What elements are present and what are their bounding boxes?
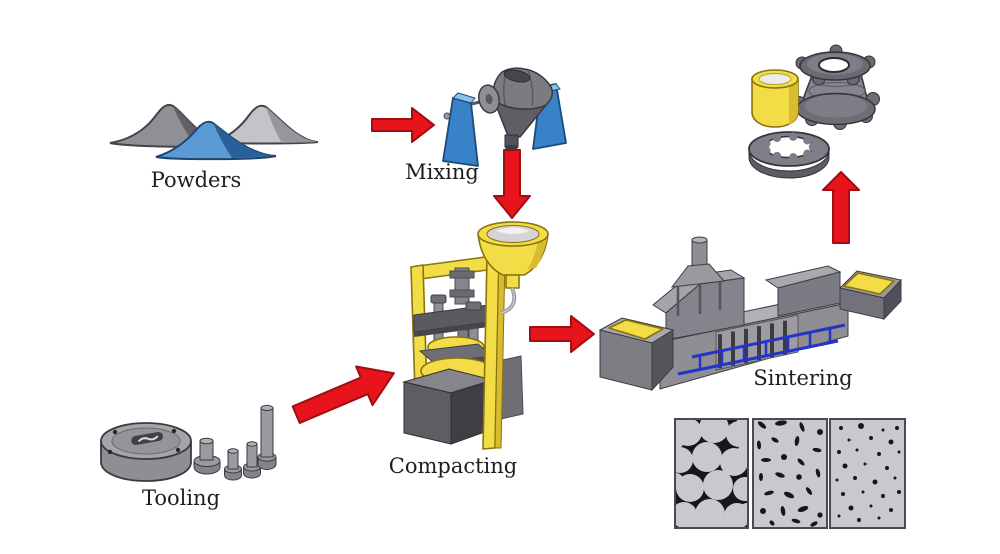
label-tooling: Tooling — [141, 486, 221, 510]
label-powders: Powders — [150, 168, 242, 192]
chimney-hood — [670, 263, 726, 288]
arrow-tooling-to-compacting — [291, 365, 395, 424]
compacting-press-icon — [402, 221, 549, 450]
arrow-sintering-to-products — [822, 171, 860, 244]
microstructure-panels — [674, 418, 906, 529]
arrow-mixing-to-compacting — [493, 149, 531, 219]
tooling-die-and-punches-icon — [100, 404, 277, 482]
yellow-bushing-part — [751, 69, 799, 128]
finished-parts-icon — [748, 44, 880, 179]
arrow-powders-to-mixing — [371, 107, 435, 143]
low-porosity-micrograph — [831, 420, 904, 527]
furnace-exit-table — [839, 270, 902, 321]
powder-piles-icon — [109, 103, 319, 161]
label-sintering: Sintering — [753, 366, 853, 390]
furnace-chimney — [691, 239, 708, 268]
high-porosity-micrograph — [676, 420, 747, 527]
label-mixing: Mixing — [405, 160, 479, 184]
mixing-machine-icon — [442, 67, 567, 167]
sprocket-hub-part — [792, 44, 880, 130]
label-compacting: Compacting — [388, 454, 518, 478]
sintering-furnace-icon — [598, 236, 902, 392]
conveyor-rail-frame — [677, 323, 846, 376]
furnace-entry-table — [598, 317, 675, 392]
arrow-compacting-to-sintering — [529, 315, 595, 353]
ring-gear-part — [748, 131, 830, 179]
medium-porosity-micrograph — [754, 420, 826, 527]
